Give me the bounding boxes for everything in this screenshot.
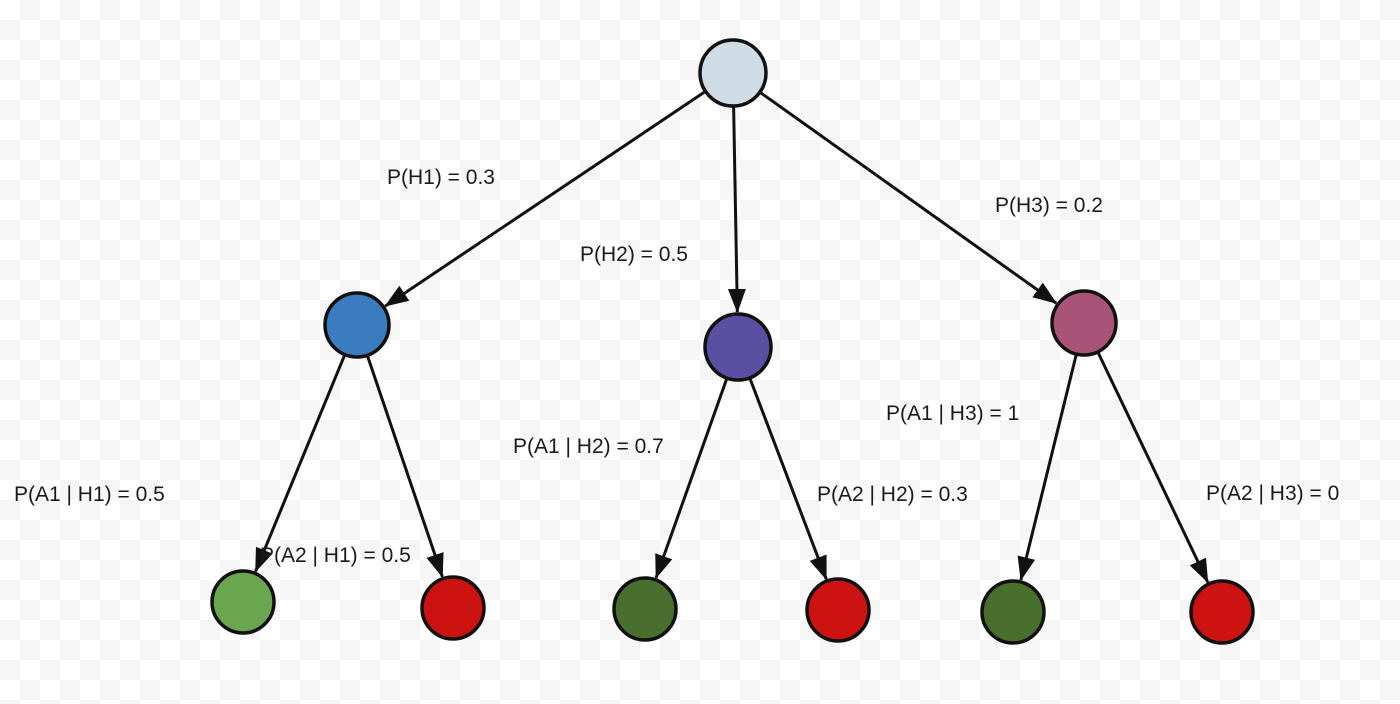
edge-label-H3-to-A1H3: P(A1 | H3) = 1 xyxy=(886,402,1019,425)
edge-label-H1-to-A1H1: P(A1 | H1) = 0.5 xyxy=(14,483,165,506)
hypothesis-3-node xyxy=(1050,289,1118,357)
edge-H2-to-A2H2 xyxy=(748,378,828,581)
outcome-a2-h1-node xyxy=(420,575,486,641)
edge-label-H2-to-A2H2: P(A2 | H2) = 0.3 xyxy=(817,483,968,506)
edge-root-to-H1 xyxy=(384,90,706,308)
outcome-a1-h1-node xyxy=(210,569,276,635)
root-node xyxy=(698,38,768,108)
outcome-a2-h3-node xyxy=(1189,579,1255,645)
edge-label-H1-to-A2H1: P(A2 | H1) = 0.5 xyxy=(260,544,411,567)
edge-H1-to-A2H1 xyxy=(366,355,444,578)
edge-H3-to-A1H3 xyxy=(1017,354,1078,581)
edge-H1-to-A1H1 xyxy=(254,354,346,573)
edge-label-root-to-H3: P(H3) = 0.2 xyxy=(995,194,1103,217)
outcome-a2-h2-node xyxy=(805,577,871,643)
hypothesis-1-node xyxy=(323,291,391,359)
edge-H2-to-A1H2 xyxy=(654,378,729,579)
hypothesis-2-node xyxy=(703,312,773,382)
edge-root-to-H2 xyxy=(727,106,746,314)
edge-label-root-to-H2: P(H2) = 0.5 xyxy=(580,243,688,266)
edge-H3-to-A2H3 xyxy=(1096,352,1210,584)
edge-root-to-H3 xyxy=(759,91,1058,305)
edge-label-root-to-H1: P(H1) = 0.3 xyxy=(387,166,495,189)
edge-label-H2-to-A1H2: P(A1 | H2) = 0.7 xyxy=(513,435,664,458)
edge-label-H3-to-A2H3: P(A2 | H3) = 0 xyxy=(1206,482,1339,505)
outcome-a1-h3-node xyxy=(980,579,1046,645)
outcome-a1-h2-node xyxy=(612,576,678,642)
